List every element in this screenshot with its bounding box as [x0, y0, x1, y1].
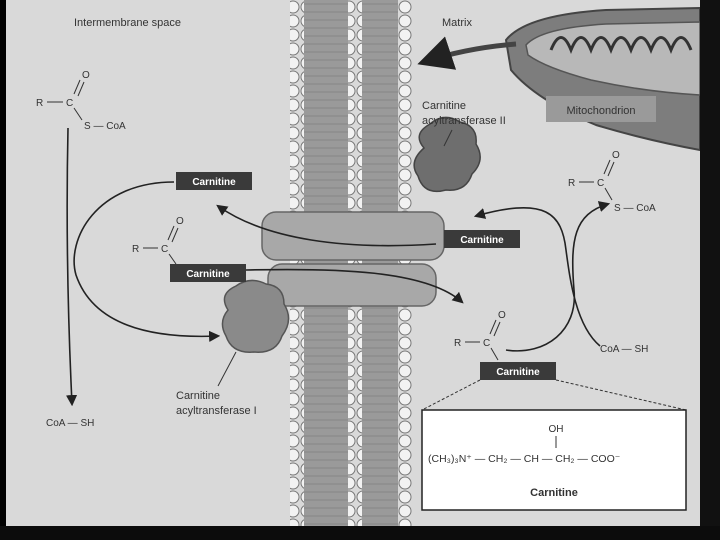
svg-text:S — CoA: S — CoA	[614, 203, 656, 214]
arrow-coa-in-right	[473, 207, 601, 347]
acyl-coa-right: R C O S — CoA	[568, 150, 656, 214]
svg-text:O: O	[176, 216, 184, 227]
carnitine-tag-right-bottom: Carnitine	[480, 362, 556, 380]
svg-text:Carnitine: Carnitine	[192, 177, 236, 188]
arrow-carnitine-cycle-left	[73, 181, 221, 342]
coa-sh-left: CoA — SH	[46, 418, 94, 429]
coa-sh-right: CoA — SH	[600, 344, 648, 355]
enzyme-2-pointer	[443, 129, 453, 147]
carnitine-tag-left-mid: Carnitine	[170, 264, 246, 282]
inset-zoom-line-left	[421, 379, 481, 411]
arrow-acylcarnitine-import	[245, 268, 464, 304]
svg-text:O: O	[612, 150, 620, 161]
svg-text:C: C	[161, 244, 168, 255]
carnitine-translocase	[261, 211, 445, 307]
svg-text:C: C	[483, 338, 490, 349]
inset-oh: OH	[549, 424, 564, 435]
mitochondrion-label: Mitochondrion	[566, 105, 635, 117]
carnitine-tag-left-top: Carnitine	[176, 172, 252, 190]
acyl-left-mid: R C O	[132, 216, 184, 265]
arrow-acyl-coa-form-right	[505, 201, 611, 352]
inset-formula: (CH₃)₃N⁺ — CH₂ — CH — CH₂ — COO⁻	[428, 453, 621, 465]
enzyme-1-label-line1: Carnitine	[176, 390, 220, 402]
carnitine-shuttle-diagram: Mitochondrion Intermembrane space Matrix…	[36, 0, 700, 526]
enzyme-2-label-line1: Carnitine	[422, 100, 466, 112]
intermembrane-space-label: Intermembrane space	[74, 17, 181, 29]
svg-text:Carnitine: Carnitine	[496, 367, 540, 378]
arrow-coa-release-left	[65, 127, 78, 407]
svg-text:R: R	[132, 244, 139, 255]
enzyme-1-label-line2: acyltransferase I	[176, 405, 257, 417]
svg-text:C: C	[597, 178, 604, 189]
carnitine-tag-right-top: Carnitine	[444, 230, 520, 248]
svg-text:Carnitine: Carnitine	[186, 269, 230, 280]
bottom-edge-bar	[0, 526, 720, 540]
svg-text:O: O	[82, 70, 90, 81]
arrow-carnitine-return	[216, 204, 437, 247]
inset-zoom-line-right	[555, 379, 687, 411]
carnitine-structure-inset: OH (CH₃)₃N⁺ — CH₂ — CH — CH₂ — COO⁻ Carn…	[421, 409, 687, 511]
matrix-label: Matrix	[442, 17, 472, 29]
acyl-right-bottom: R C O	[454, 310, 506, 361]
svg-text:R: R	[568, 178, 575, 189]
inset-caption: Carnitine	[530, 487, 578, 499]
mitochondrion-illustration: Mitochondrion	[504, 6, 700, 152]
zoom-arrow	[417, 36, 517, 70]
diagram-panel: Mitochondrion Intermembrane space Matrix…	[6, 0, 700, 526]
svg-text:S — CoA: S — CoA	[84, 121, 126, 132]
svg-text:O: O	[498, 310, 506, 321]
acyltransferase-i-enzyme	[221, 279, 290, 353]
svg-text:R: R	[454, 338, 461, 349]
svg-text:C: C	[66, 98, 73, 109]
right-edge-bar	[700, 0, 720, 540]
acyltransferase-ii-enzyme	[413, 116, 481, 193]
enzyme-1-pointer	[217, 351, 237, 387]
membrane-bilayer	[290, 0, 412, 526]
svg-text:Carnitine: Carnitine	[460, 235, 504, 246]
enzyme-2-label-line2: acyltransferase II	[422, 115, 506, 127]
acyl-coa-left: R C O S — CoA	[36, 70, 126, 132]
svg-text:R: R	[36, 98, 43, 109]
